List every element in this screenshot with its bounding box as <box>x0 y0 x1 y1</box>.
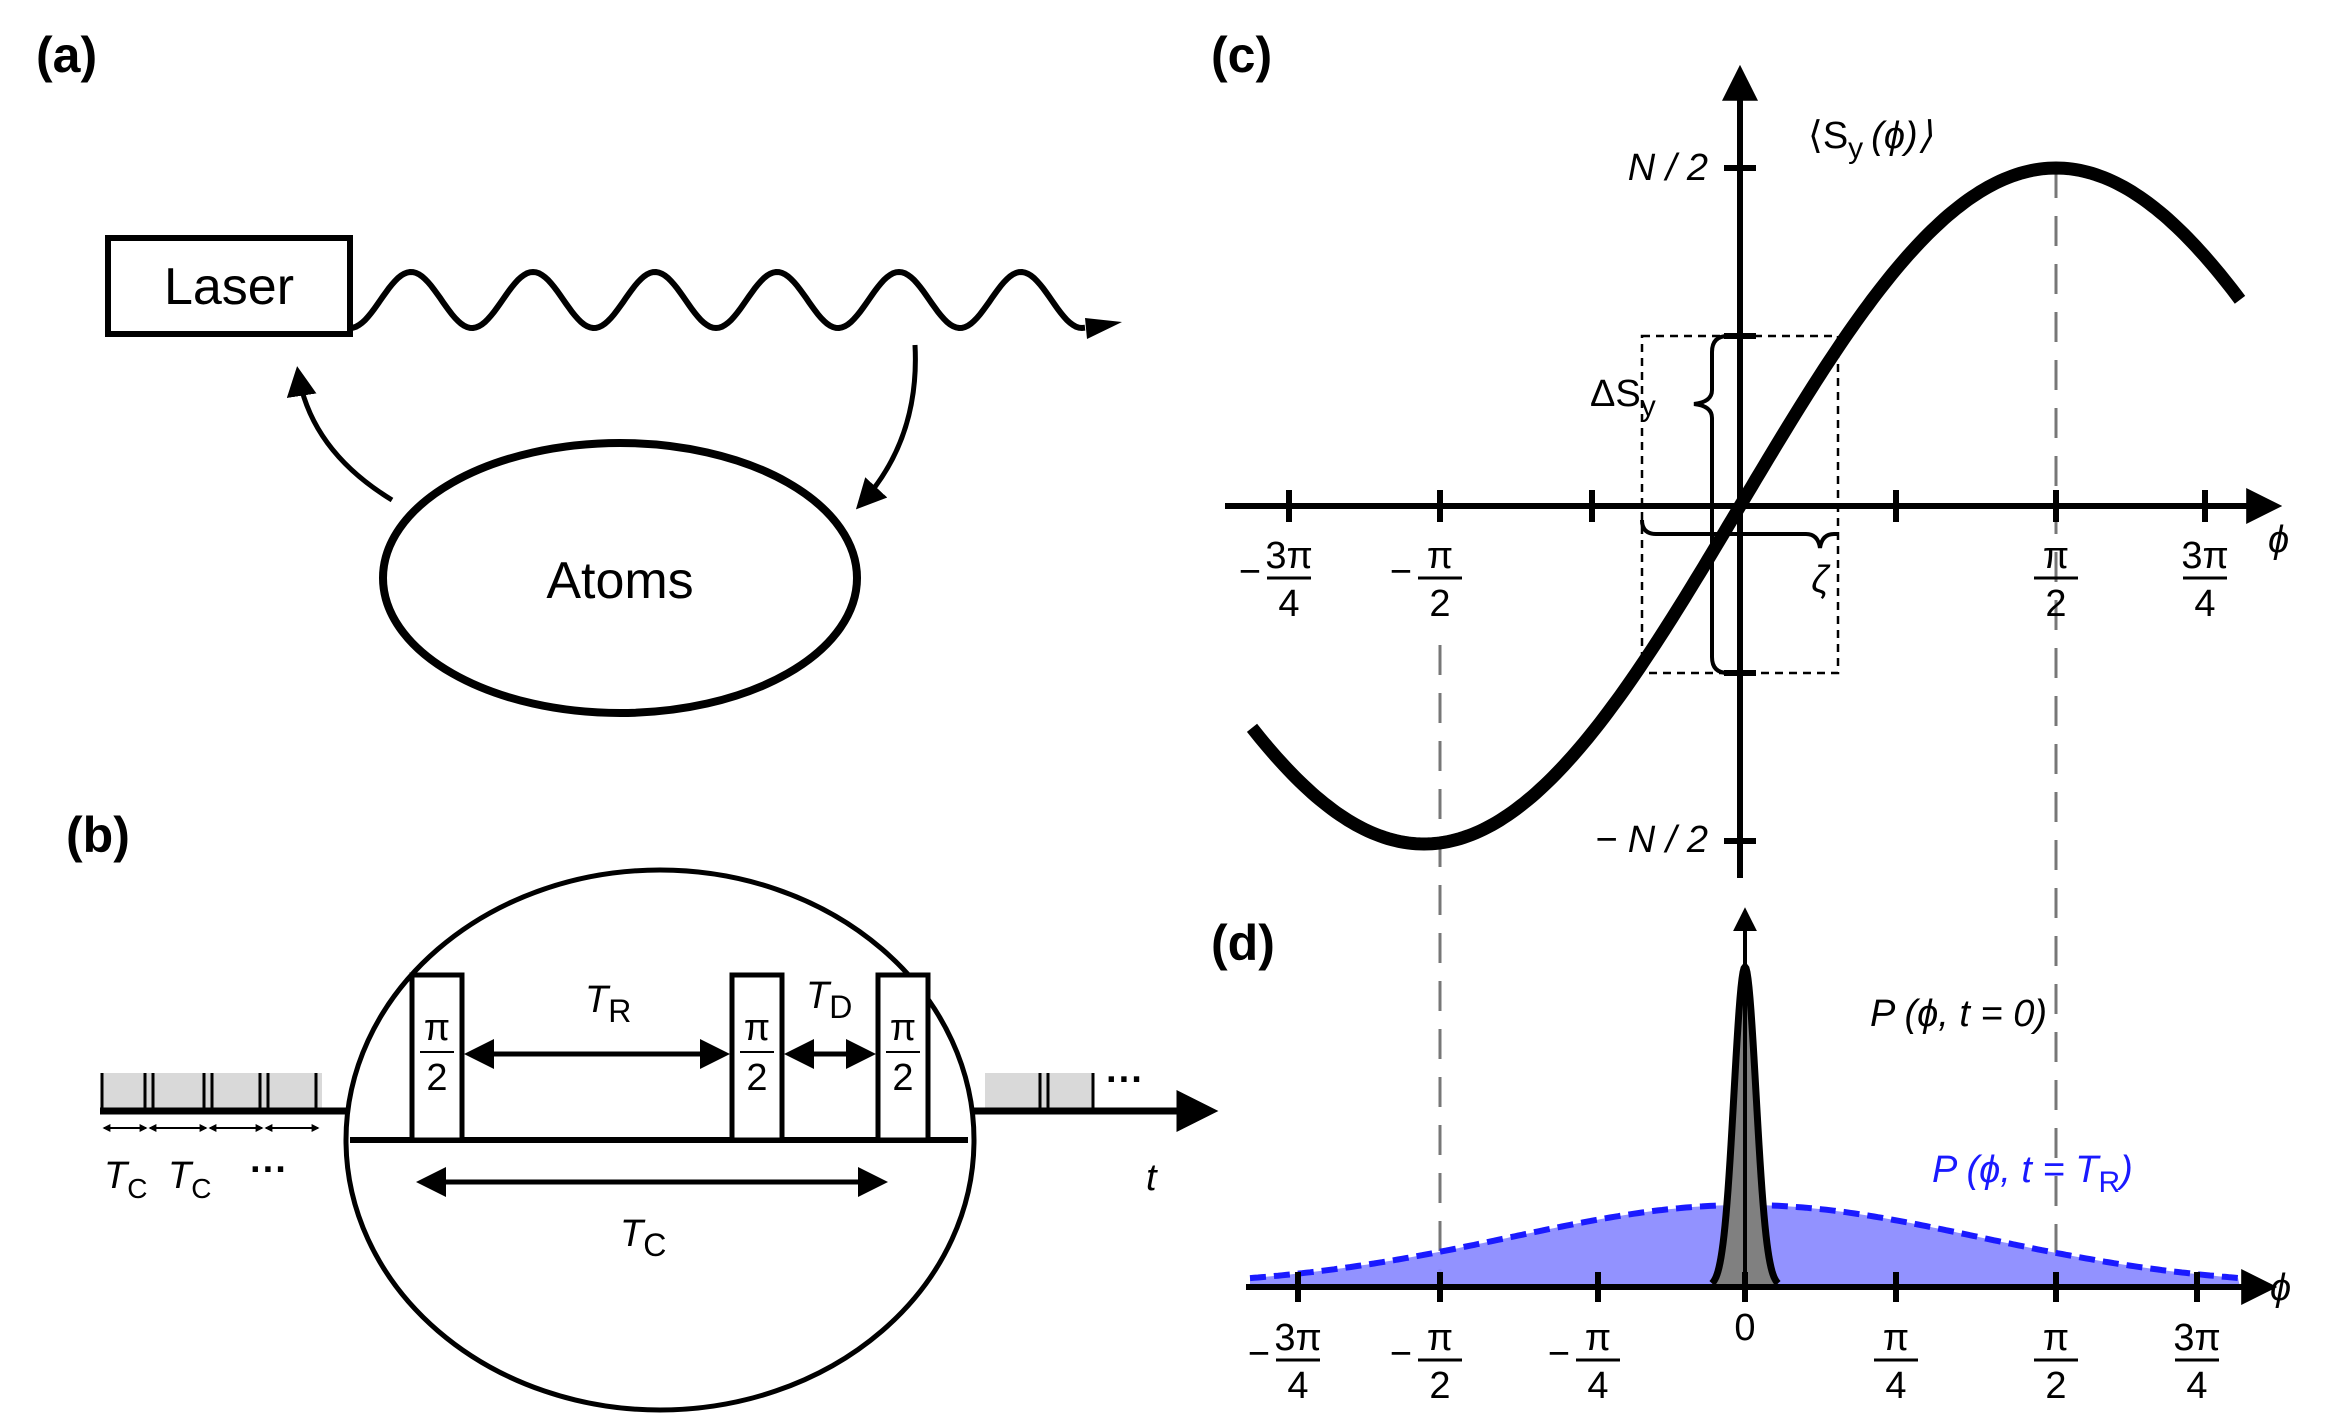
delta-s-label: ΔSy <box>1590 373 1656 423</box>
n-half-pos: N / 2 <box>1628 147 1708 189</box>
laser-label: Laser <box>164 258 294 316</box>
tr-label: TR <box>585 979 631 1029</box>
tick-numerator: π <box>1585 1317 1611 1359</box>
tick-label: π4 <box>1874 1317 1918 1407</box>
tc-label-2: TC <box>168 1155 211 1204</box>
pulse-2-den: 2 <box>746 1057 767 1099</box>
delta-s-brace <box>1693 334 1729 675</box>
d-zero-label: 0 <box>1734 1307 1755 1349</box>
tick-label: 3π4 <box>2173 1317 2220 1407</box>
c-y-label: ⟨Sy(ϕ)⟩ <box>1808 115 1933 165</box>
tick-label: −3π 4 <box>1239 535 1313 625</box>
tick-label: −π 4 <box>1548 1317 1620 1407</box>
tick-numerator: 3π <box>2173 1317 2220 1359</box>
tick-denominator: 2 <box>2045 1365 2066 1407</box>
zeta-box <box>1640 334 1840 675</box>
tick-label: −π 2 <box>1390 1317 1462 1407</box>
p-tr-label: P (ϕ, t = TR) <box>1932 1149 2133 1199</box>
panel-b-label: (b) <box>66 807 130 863</box>
cycles-left-ticks <box>100 1073 318 1111</box>
tick-label: π2 <box>2034 1317 2078 1407</box>
panel-b: (b) TC TC ··· π <box>66 807 1219 1413</box>
pulse-3-num: π <box>890 1007 916 1049</box>
tick-label: −π 2 <box>1390 535 1462 625</box>
tc-ellipsis: ··· <box>250 1149 288 1191</box>
tick-sign: − <box>1248 1333 1270 1375</box>
zeta-label: ζ <box>1811 559 1831 601</box>
tick-denominator: 4 <box>1287 1365 1308 1407</box>
tick-sign: − <box>1390 1333 1412 1375</box>
td-label: TD <box>806 975 852 1025</box>
tick-denominator: 4 <box>1278 583 1299 625</box>
tick-sign: − <box>1390 551 1412 593</box>
n-half-neg: − N / 2 <box>1595 819 1708 861</box>
tick-denominator: 2 <box>1429 1365 1450 1407</box>
tc-label-main: TC <box>620 1213 666 1263</box>
tick-label: −3π 4 <box>1248 1317 1322 1407</box>
tick-numerator: π <box>2043 1317 2069 1359</box>
tick-numerator: 3π <box>2181 535 2228 577</box>
pulse-1: π 2 <box>409 972 465 1143</box>
atoms-ellipse <box>379 439 861 717</box>
panel-c: (c) N / 2 <box>1211 27 2289 1290</box>
tick-denominator: 4 <box>1587 1365 1608 1407</box>
tc-label-1: TC <box>104 1155 147 1204</box>
tick-denominator: 2 <box>2045 583 2066 625</box>
feedback-arrow <box>286 366 394 503</box>
tick-denominator: 4 <box>2194 583 2215 625</box>
wave-arrowhead <box>1085 318 1122 339</box>
pulse-3-den: 2 <box>892 1057 913 1099</box>
light-wave <box>347 268 1086 332</box>
tick-denominator: 4 <box>1885 1365 1906 1407</box>
sy-curve <box>1246 161 2246 851</box>
tick-denominator: 4 <box>2186 1365 2207 1407</box>
atoms-label: Atoms <box>546 552 693 610</box>
zeta-brace <box>1640 519 1838 549</box>
panel-d: (d) P (ϕ, t = 0) P (ϕ, t = TR) ϕ 0 −3π4−… <box>1211 907 2291 1407</box>
c-phi-label: ϕ <box>2268 519 2289 561</box>
panel-d-label: (d) <box>1211 915 1275 971</box>
p-t0-label: P (ϕ, t = 0) <box>1870 993 2047 1035</box>
cycles-right-ticks <box>1038 1073 1095 1111</box>
d-x-ticks <box>1295 1272 2200 1302</box>
panel-a: (a) Laser Atoms <box>36 27 1122 717</box>
pulse-1-den: 2 <box>426 1057 447 1099</box>
tick-numerator: π <box>1427 535 1453 577</box>
laser-box <box>105 235 353 337</box>
pulse-1-num: π <box>424 1007 450 1049</box>
interaction-arrow <box>855 344 918 510</box>
tick-numerator: π <box>2043 535 2069 577</box>
tick-label: 3π4 <box>2181 535 2228 625</box>
pulse-3: π 2 <box>875 972 931 1143</box>
d-phi-label: ϕ <box>2270 1267 2291 1309</box>
tick-numerator: 3π <box>1274 1317 1321 1359</box>
panel-c-label: (c) <box>1211 27 1272 83</box>
c-x-ticks <box>1286 490 2208 522</box>
t-axis-label: t <box>1146 1157 1158 1199</box>
tick-label: π2 <box>2034 535 2078 625</box>
right-ellipsis: ··· <box>1106 1059 1144 1101</box>
tick-numerator: 3π <box>1265 535 1312 577</box>
tick-numerator: π <box>1883 1317 1909 1359</box>
pulse-2: π 2 <box>729 972 785 1143</box>
panel-a-label: (a) <box>36 27 97 83</box>
pulse-2-num: π <box>744 1007 770 1049</box>
tick-numerator: π <box>1427 1317 1453 1359</box>
tick-sign: − <box>1548 1333 1570 1375</box>
tick-denominator: 2 <box>1429 583 1450 625</box>
tick-sign: − <box>1239 551 1261 593</box>
